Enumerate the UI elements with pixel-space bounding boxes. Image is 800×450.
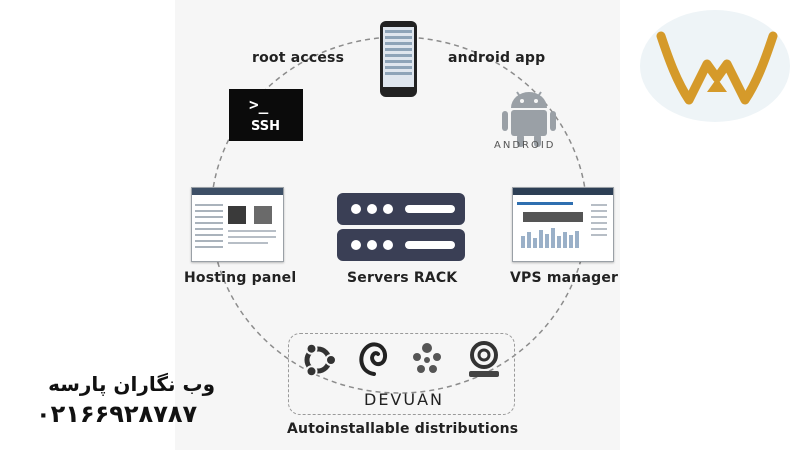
openmandriva-logo-icon [413, 343, 441, 373]
brand-name: وب نگاران پارسه [48, 372, 215, 396]
vps-manager-screenshot [512, 187, 614, 262]
ubuntu-logo-icon [304, 342, 337, 378]
server-unit-bottom [337, 229, 465, 261]
android-icon [502, 91, 556, 147]
android-app-label: android app [448, 50, 546, 66]
devuan-wordmark: DEVUAN [364, 390, 444, 409]
ssh-label: SSH [251, 119, 281, 134]
phone-icon [380, 21, 417, 97]
root-access-label: root access [252, 50, 345, 66]
hosting-panel-label: Hosting panel [184, 270, 297, 286]
servers-rack-label: Servers RACK [347, 270, 458, 286]
debian-logo-icon [359, 342, 388, 376]
vps-manager-label: VPS manager [510, 270, 619, 286]
android-wordmark: ANDROID [494, 140, 556, 151]
hosting-panel-screenshot [191, 187, 284, 262]
distributions-box [288, 333, 515, 415]
ssh-prompt: >_ [249, 95, 269, 114]
brand-logo-icon [656, 31, 778, 105]
opensuse-logo-icon [469, 341, 499, 377]
ssh-terminal-icon: >_ SSH [229, 89, 303, 141]
autoinstall-label: Autoinstallable distributions [287, 421, 519, 437]
phone-screen [383, 27, 414, 87]
brand-phone-number: ۰۲۱۶۶۹۲۸۷۸۷ [36, 400, 198, 428]
server-unit-top [337, 193, 465, 225]
